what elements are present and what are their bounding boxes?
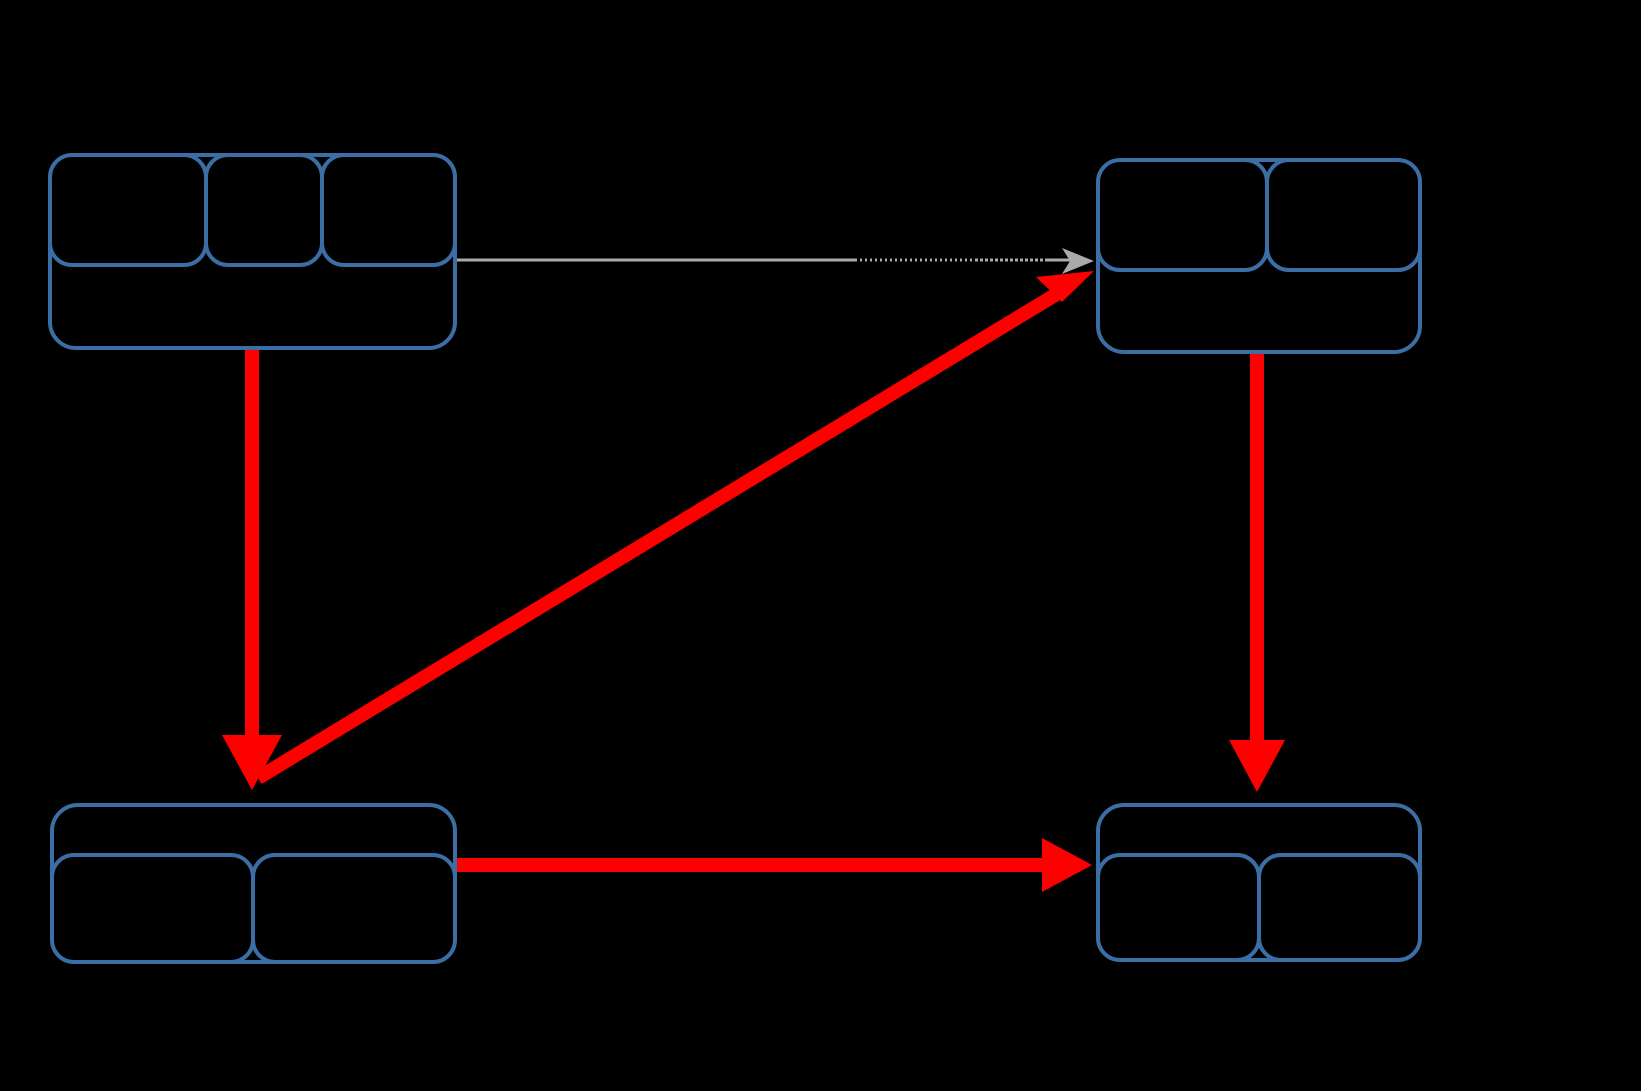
node-top-right-cell-2[interactable]: [1265, 158, 1422, 272]
node-top-left[interactable]: [48, 153, 457, 350]
node-top-left-cell-1[interactable]: [48, 153, 208, 267]
edge-tl-to-tr-arrowhead-icon: [1062, 248, 1094, 274]
node-bottom-left-cell-1[interactable]: [50, 853, 255, 964]
node-bottom-right-cell-2[interactable]: [1257, 853, 1422, 962]
node-bottom-left-cell-2[interactable]: [251, 853, 457, 964]
node-bottom-left[interactable]: [50, 803, 457, 964]
node-top-right-cell-1[interactable]: [1096, 158, 1269, 272]
edge-tr-to-br[interactable]: [1229, 354, 1285, 792]
node-top-right[interactable]: [1096, 158, 1422, 354]
node-bottom-right[interactable]: [1096, 803, 1422, 962]
node-top-left-cell-2[interactable]: [204, 153, 324, 267]
edge-bl-to-br-arrowhead-icon: [1042, 838, 1092, 892]
edge-bl-to-br[interactable]: [456, 838, 1092, 892]
node-top-left-cell-3[interactable]: [320, 153, 457, 267]
edge-bl-to-tr-line: [254, 286, 1064, 784]
node-bottom-right-cell-1[interactable]: [1096, 853, 1261, 962]
edge-tl-to-bl[interactable]: [222, 350, 282, 790]
edge-tr-to-br-arrowhead-icon: [1229, 740, 1285, 792]
edge-bl-to-tr-arrowhead-icon: [1036, 271, 1094, 302]
edge-tl-to-bl-arrowhead-icon: [222, 735, 282, 790]
edge-bl-to-tr[interactable]: [254, 271, 1094, 784]
edge-tl-to-tr[interactable]: [456, 248, 1094, 274]
